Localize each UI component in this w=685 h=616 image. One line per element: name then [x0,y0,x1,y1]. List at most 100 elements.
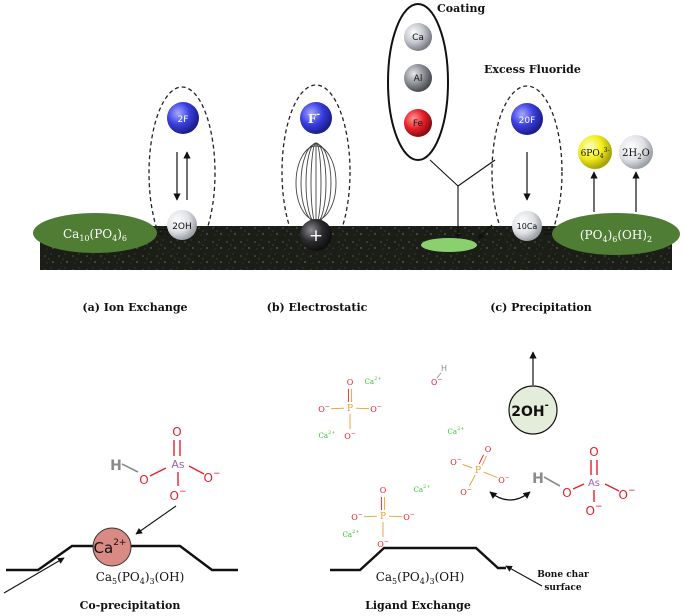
calcium-ion-1: Ca2+ [365,376,382,386]
positive-surface-site-sphere [300,219,332,251]
coating-converge-right [457,159,496,187]
ion-exchange-caption: (a) Ion Exchange [82,301,187,314]
phosphate-product-label: 6PO43- [581,147,610,160]
hydroxide-ion-sphere [167,210,197,240]
coating-ion-fe: Fe [413,119,424,129]
phosphate-ion-2: POO−O−O− [450,445,510,497]
free-hydroxide-o: O− [431,376,442,387]
arsenate-as-o-right [604,483,620,492]
arsenate-o-top: O [589,445,598,459]
phosphate-oxygen-anion: O− [377,538,389,549]
green-precipitate-deposit [421,238,477,252]
phosphate-p: P [347,404,353,414]
phosphate-single-bond [483,471,498,478]
bone-char-pointer [505,565,543,587]
coating-title: Coating [437,2,485,15]
precipitation-dashed-boundary [491,85,563,259]
fluoride-excess-sphere [511,103,543,135]
phosphate-oxygen-anion: O− [498,474,510,485]
ion-exchange-dashed-boundary [148,86,216,260]
phosphate-oxygen-anion: O− [318,403,330,414]
ligand-surface-line [330,546,506,572]
coating-ion-ca: Ca [412,33,424,43]
fluoride-ion-sphere [167,102,199,134]
aluminium-coating-sphere [404,64,432,92]
calcium-ion-5: Ca2+ [343,529,360,539]
co-precip-pointer-arrow [3,557,65,594]
ion-exchange-mechanism: 2F 2OH Ca10(PO4)6 (a) Ion Exchange [33,86,216,314]
phosphate-oxygen-anion: O− [351,511,363,522]
co-precip-attach-arrow [135,505,177,535]
electrostatic-ion-label: F- [308,110,321,126]
ligand-exchange-caption: Ligand Exchange [365,599,471,612]
hydroxide-release-sphere [508,385,558,435]
arsenate-o1: O [562,486,571,500]
ligand-exchange-curved-arrow [489,491,531,501]
phosphate-oxygen-anion: O− [450,456,462,467]
co-precip-surface-label: Ca5(PO4)3(OH) [96,570,185,586]
phosphate-oxygen-anion: O− [344,430,356,441]
iron-coating-sphere [404,109,432,137]
precipitation-mechanism: Excess Fluoride 20F 10Ca (PO4)6(OH)2 6PO… [484,63,680,314]
bone-char-label-line1: Bone char [537,570,589,580]
co-precip-o-bottom: O− [170,487,187,503]
phosphate-single-bond [388,515,403,518]
co-precip-o-right: O− [204,469,221,485]
phosphate-ion-1: P O O− O− O− [318,378,382,441]
calcium-ions-group: Ca2+ Ca2+ Ca2+ Ca2+ Ca2+ [319,376,465,539]
arsenate-h-o-bond [543,476,561,487]
electric-field-lines [295,142,337,224]
fluoride-anion-sphere [300,102,332,134]
calcium-coating-sphere [404,23,432,51]
phosphate-oxygen: O [380,486,387,495]
co-precipitation-mechanism: H O As O O− O− Ca2+ Ca5(PO4)3(OH) Co-pre… [3,425,238,612]
phosphate-oxygen: O [347,378,354,387]
calcium-ion-4: Ca2+ [414,484,431,494]
phosphate-p: P [380,512,386,522]
co-precip-o1: O [139,473,148,487]
phosphate-ion-3: P O O− O− O− [351,486,415,549]
water-product-sphere [619,135,653,169]
calcium-ten-sphere [512,211,542,241]
co-precip-hydrogen: H [110,458,122,474]
co-precip-o-top: O [172,425,181,439]
coating-ion-al: Al [414,74,423,84]
phosphate-single-bond [355,407,370,410]
phosphate-oxygen-anion: O− [460,486,472,497]
coating-converge-left [429,159,459,187]
coating-solid-boundary [387,3,449,161]
hydroxide-release-label: 2OH- [511,400,549,420]
phosphate-single-bond [363,515,378,518]
surface-charge-label: + [309,226,323,246]
co-precipitation-caption: Co-precipitation [80,599,181,612]
phosphate-double-bond [478,454,484,465]
water-product-label: 2H2O [622,148,650,161]
precipitation-surface-label: (PO4)6(OH)2 [580,228,652,244]
ligand-surface-label: Ca5(PO4)3(OH) [376,570,465,586]
arsenate-arsenic: As [588,478,600,489]
phosphate-product-sphere [578,135,612,169]
calcium-cation-sphere [92,527,132,567]
phosphate-double-bond [481,455,487,466]
ion-exchange-surface-label: Ca10(PO4)6 [63,227,127,243]
phosphate-oxygen-anion: O− [370,403,382,414]
free-hydroxide-h: H [441,364,447,373]
precipitation-surface-ellipse [552,213,680,255]
co-precip-h-o-bond [121,463,139,473]
precipitation-top-ion-label: 20F [519,116,536,126]
co-precip-arsenic: As [171,458,185,471]
bone-char-label-line2: surface [544,583,582,593]
phosphate-oxygen-anion: O− [403,511,415,522]
calcium-ion-2: Ca2+ [319,430,336,440]
arsenate-o-bottom: O− [586,502,603,518]
calcium-ion-3: Ca2+ [448,426,465,436]
precipitate-arrow [477,224,493,240]
calcium-cation-label: Ca2+ [94,538,127,557]
co-precip-o-as-bond [149,467,167,477]
coating-group: Coating Ca Al Fe [387,2,496,252]
ion-exchange-surface-ellipse [33,213,157,253]
free-hydroxide-bond [436,372,442,379]
arsenate-hydrogen: H [532,471,544,487]
electrostatic-caption: (b) Electrostatic [267,301,368,314]
